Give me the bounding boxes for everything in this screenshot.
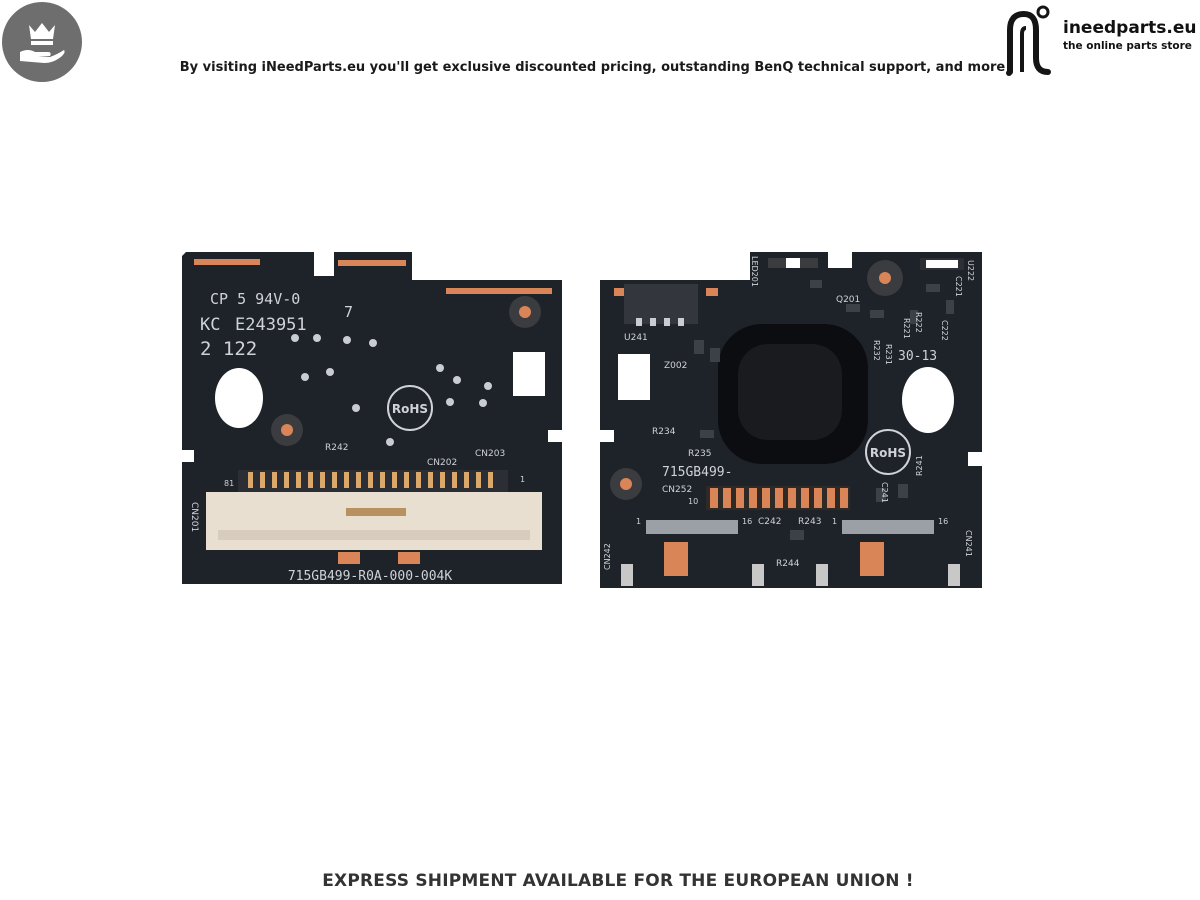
c241-label: C241: [880, 482, 889, 503]
cn242-label: CN242: [603, 543, 612, 570]
u241-label: U241: [624, 333, 648, 343]
cn202-label: CN202: [427, 458, 457, 468]
pin-81-label: 81: [224, 479, 234, 488]
product-photo: RoHS CP 5 94V-0 KC E243951 7 2 122 R242 …: [182, 252, 982, 588]
ffc-connector: [206, 492, 542, 550]
r235-label: R235: [688, 449, 711, 459]
r243-label: R243: [798, 517, 821, 527]
rohs-label: RoHS: [870, 446, 906, 460]
c222-label: C222: [940, 320, 949, 341]
led201-label: LED201: [750, 256, 759, 287]
cn201-label: CN201: [189, 502, 199, 532]
copper-strip: [194, 259, 260, 265]
kc-mark: KC: [200, 315, 220, 335]
pin-1b-label: 1: [832, 517, 837, 526]
header-tagline: By visiting iNeedParts.eu you'll get exc…: [179, 60, 1006, 75]
cn203-label: CN203: [475, 449, 505, 459]
copper-strip: [338, 260, 406, 266]
r222-label: R222: [914, 312, 923, 333]
file-number: E243951: [235, 315, 307, 335]
footer-shipping-banner: EXPRESS SHIPMENT AVAILABLE FOR THE EUROP…: [322, 871, 914, 891]
logo-subtitle: the online parts store: [1063, 40, 1192, 52]
date-code: 2 122: [200, 338, 257, 360]
z002-label: Z002: [664, 361, 687, 371]
code-label: 30-13: [898, 349, 937, 364]
r244-label: R244: [776, 559, 800, 569]
pin-1a-label: 1: [636, 517, 641, 526]
right-part-number: 715GB499-: [662, 465, 732, 480]
q201-label: Q201: [836, 295, 860, 305]
mounting-slot: [618, 354, 650, 400]
part-number: 715GB499-R0A-000-004K: [288, 569, 453, 584]
r231-label: R231: [884, 344, 893, 365]
mounting-slot: [513, 352, 545, 396]
cn252-label: CN252: [662, 485, 692, 495]
brand-logo[interactable]: ineedparts.eu the online parts store: [1000, 2, 1198, 77]
pin-16b-label: 16: [938, 517, 948, 526]
mounting-hole: [215, 368, 263, 428]
mounting-hole: [902, 367, 954, 433]
rohs-label: RoHS: [392, 402, 428, 416]
crown-hand-icon: [20, 23, 65, 63]
logo-name: ineedparts.eu: [1063, 18, 1197, 38]
digit-label: 7: [344, 303, 353, 321]
u222-label: U222: [966, 260, 975, 281]
crown-badge: [2, 2, 82, 82]
c242-label: C242: [758, 517, 781, 527]
r232-label: R232: [872, 340, 881, 361]
r241-label: R241: [915, 455, 924, 476]
r234-label: R234: [652, 427, 676, 437]
cn241-label: CN241: [964, 530, 973, 557]
pin-1-label: 1: [520, 475, 525, 484]
ul-mark: CP 5 94V-0: [210, 290, 300, 308]
copper-strip: [446, 288, 552, 294]
right-pcb-board: RoHS LED201 Q201 U222 U241 Z002: [600, 252, 982, 588]
pin-16a-label: 16: [742, 517, 752, 526]
left-pcb-board: RoHS CP 5 94V-0 KC E243951 7 2 122 R242 …: [182, 252, 562, 584]
r242-label: R242: [325, 443, 348, 453]
c221-label: C221: [954, 276, 963, 297]
pin-10-label: 10: [688, 497, 698, 506]
r221-label: R221: [902, 318, 911, 339]
ineedparts-logo-icon: [1006, 5, 1051, 76]
